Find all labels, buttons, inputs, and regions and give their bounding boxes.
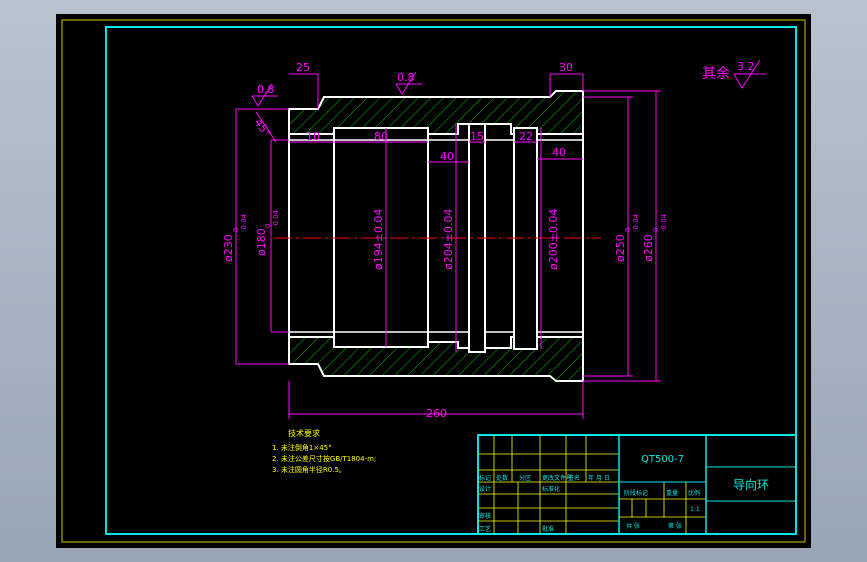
tb-weight: 重量 [666, 489, 678, 497]
upper-wall-section [288, 90, 584, 135]
roughness-symbol-top [395, 71, 417, 95]
tb-approve: 批准 [542, 525, 554, 533]
tb-date: 年 月 日 [588, 474, 610, 482]
drawing-canvas: 25 30 0.8 0.8 45° 10 80 40 15 22 40 260 … [61, 19, 806, 543]
tb-signature: 签名 [568, 474, 580, 482]
dim-dia-250: ø250 [614, 234, 627, 262]
dim-right-step: 30 [559, 61, 573, 74]
tb-process: 工艺 [479, 525, 491, 533]
dim-dia-260: ø260 [642, 234, 655, 262]
tb-sheet-no: 第 张 [668, 522, 682, 530]
tb-change-doc: 更改文件号 [542, 474, 572, 482]
tb-reviewer: 审核 [479, 512, 491, 520]
title-block [477, 434, 797, 535]
notes-line-3: 3. 未注圆角半径R0.5。 [272, 465, 346, 474]
dim-slot2: 22 [519, 130, 533, 143]
roughness-symbol-general [733, 59, 761, 89]
dim-dia-180: ø180 [255, 228, 268, 256]
roughness-symbols [251, 59, 766, 107]
tb-sheets-total: 共 张 [626, 522, 640, 530]
roughness-symbol-left [251, 83, 273, 107]
tol-dia-230: 0-0.04 [232, 213, 248, 232]
dim-dia-204: ø204±0.04 [442, 209, 455, 270]
notes-line-1: 1. 未注倒角1×45° [272, 443, 332, 452]
dim-slot1: 15 [470, 130, 484, 143]
dim-chamfer-angle: 45° [252, 116, 274, 139]
drawing-frame [105, 26, 797, 535]
sheet-border [61, 19, 806, 543]
tb-stage-mark: 阶段标记 [624, 489, 648, 497]
dim-dia-200: ø200±0.04 [547, 209, 560, 270]
tol-dia-250: 0-0.04 [624, 213, 640, 232]
tb-material: QT500-7 [641, 454, 684, 465]
tb-part-name: 导向环 [733, 477, 769, 492]
roughness-general-prefix: 其余 [702, 65, 730, 82]
dim-total-length: 260 [426, 407, 447, 420]
part-section-view [274, 90, 601, 382]
tb-count: 处数 [496, 474, 508, 482]
dim-right-land: 40 [552, 146, 566, 159]
tb-mark: 标记 [479, 474, 491, 482]
drawing-sheet: 25 30 0.8 0.8 45° 10 80 40 15 22 40 260 … [56, 14, 811, 548]
dim-dia-194: ø194±0.04 [372, 209, 385, 270]
tol-dia-260: 0-0.04 [652, 213, 668, 232]
lower-wall-section [288, 336, 584, 382]
notes-line-2: 2. 未注公差尺寸按GB/T1804-m; [272, 454, 376, 463]
tb-standardize: 标准化 [542, 485, 560, 493]
dim-left-step: 25 [296, 61, 310, 74]
dimension-layer [235, 73, 661, 419]
tb-designer: 设计 [479, 485, 491, 493]
tb-zone: 分区 [519, 474, 531, 482]
tol-dia-180: 0-0.04 [264, 209, 280, 228]
notes-title: 技术要求 [288, 428, 320, 438]
dim-groove-width: 80 [374, 130, 388, 143]
dim-groove-offset: 10 [306, 130, 320, 143]
roughness-general-value: 3.2 [737, 60, 755, 73]
technical-notes: 技术要求 1. 未注倒角1×45° 2. 未注公差尺寸按GB/T1804-m; … [272, 428, 376, 474]
dim-roughness-left: 0.8 [257, 83, 275, 96]
tb-scale-value: 1:1 [690, 506, 700, 513]
dim-roughness-top: 0.8 [397, 71, 415, 84]
dim-dia-230: ø230 [222, 234, 235, 262]
dim-groove-gap: 40 [440, 150, 454, 163]
tb-scale: 比例 [688, 489, 700, 497]
